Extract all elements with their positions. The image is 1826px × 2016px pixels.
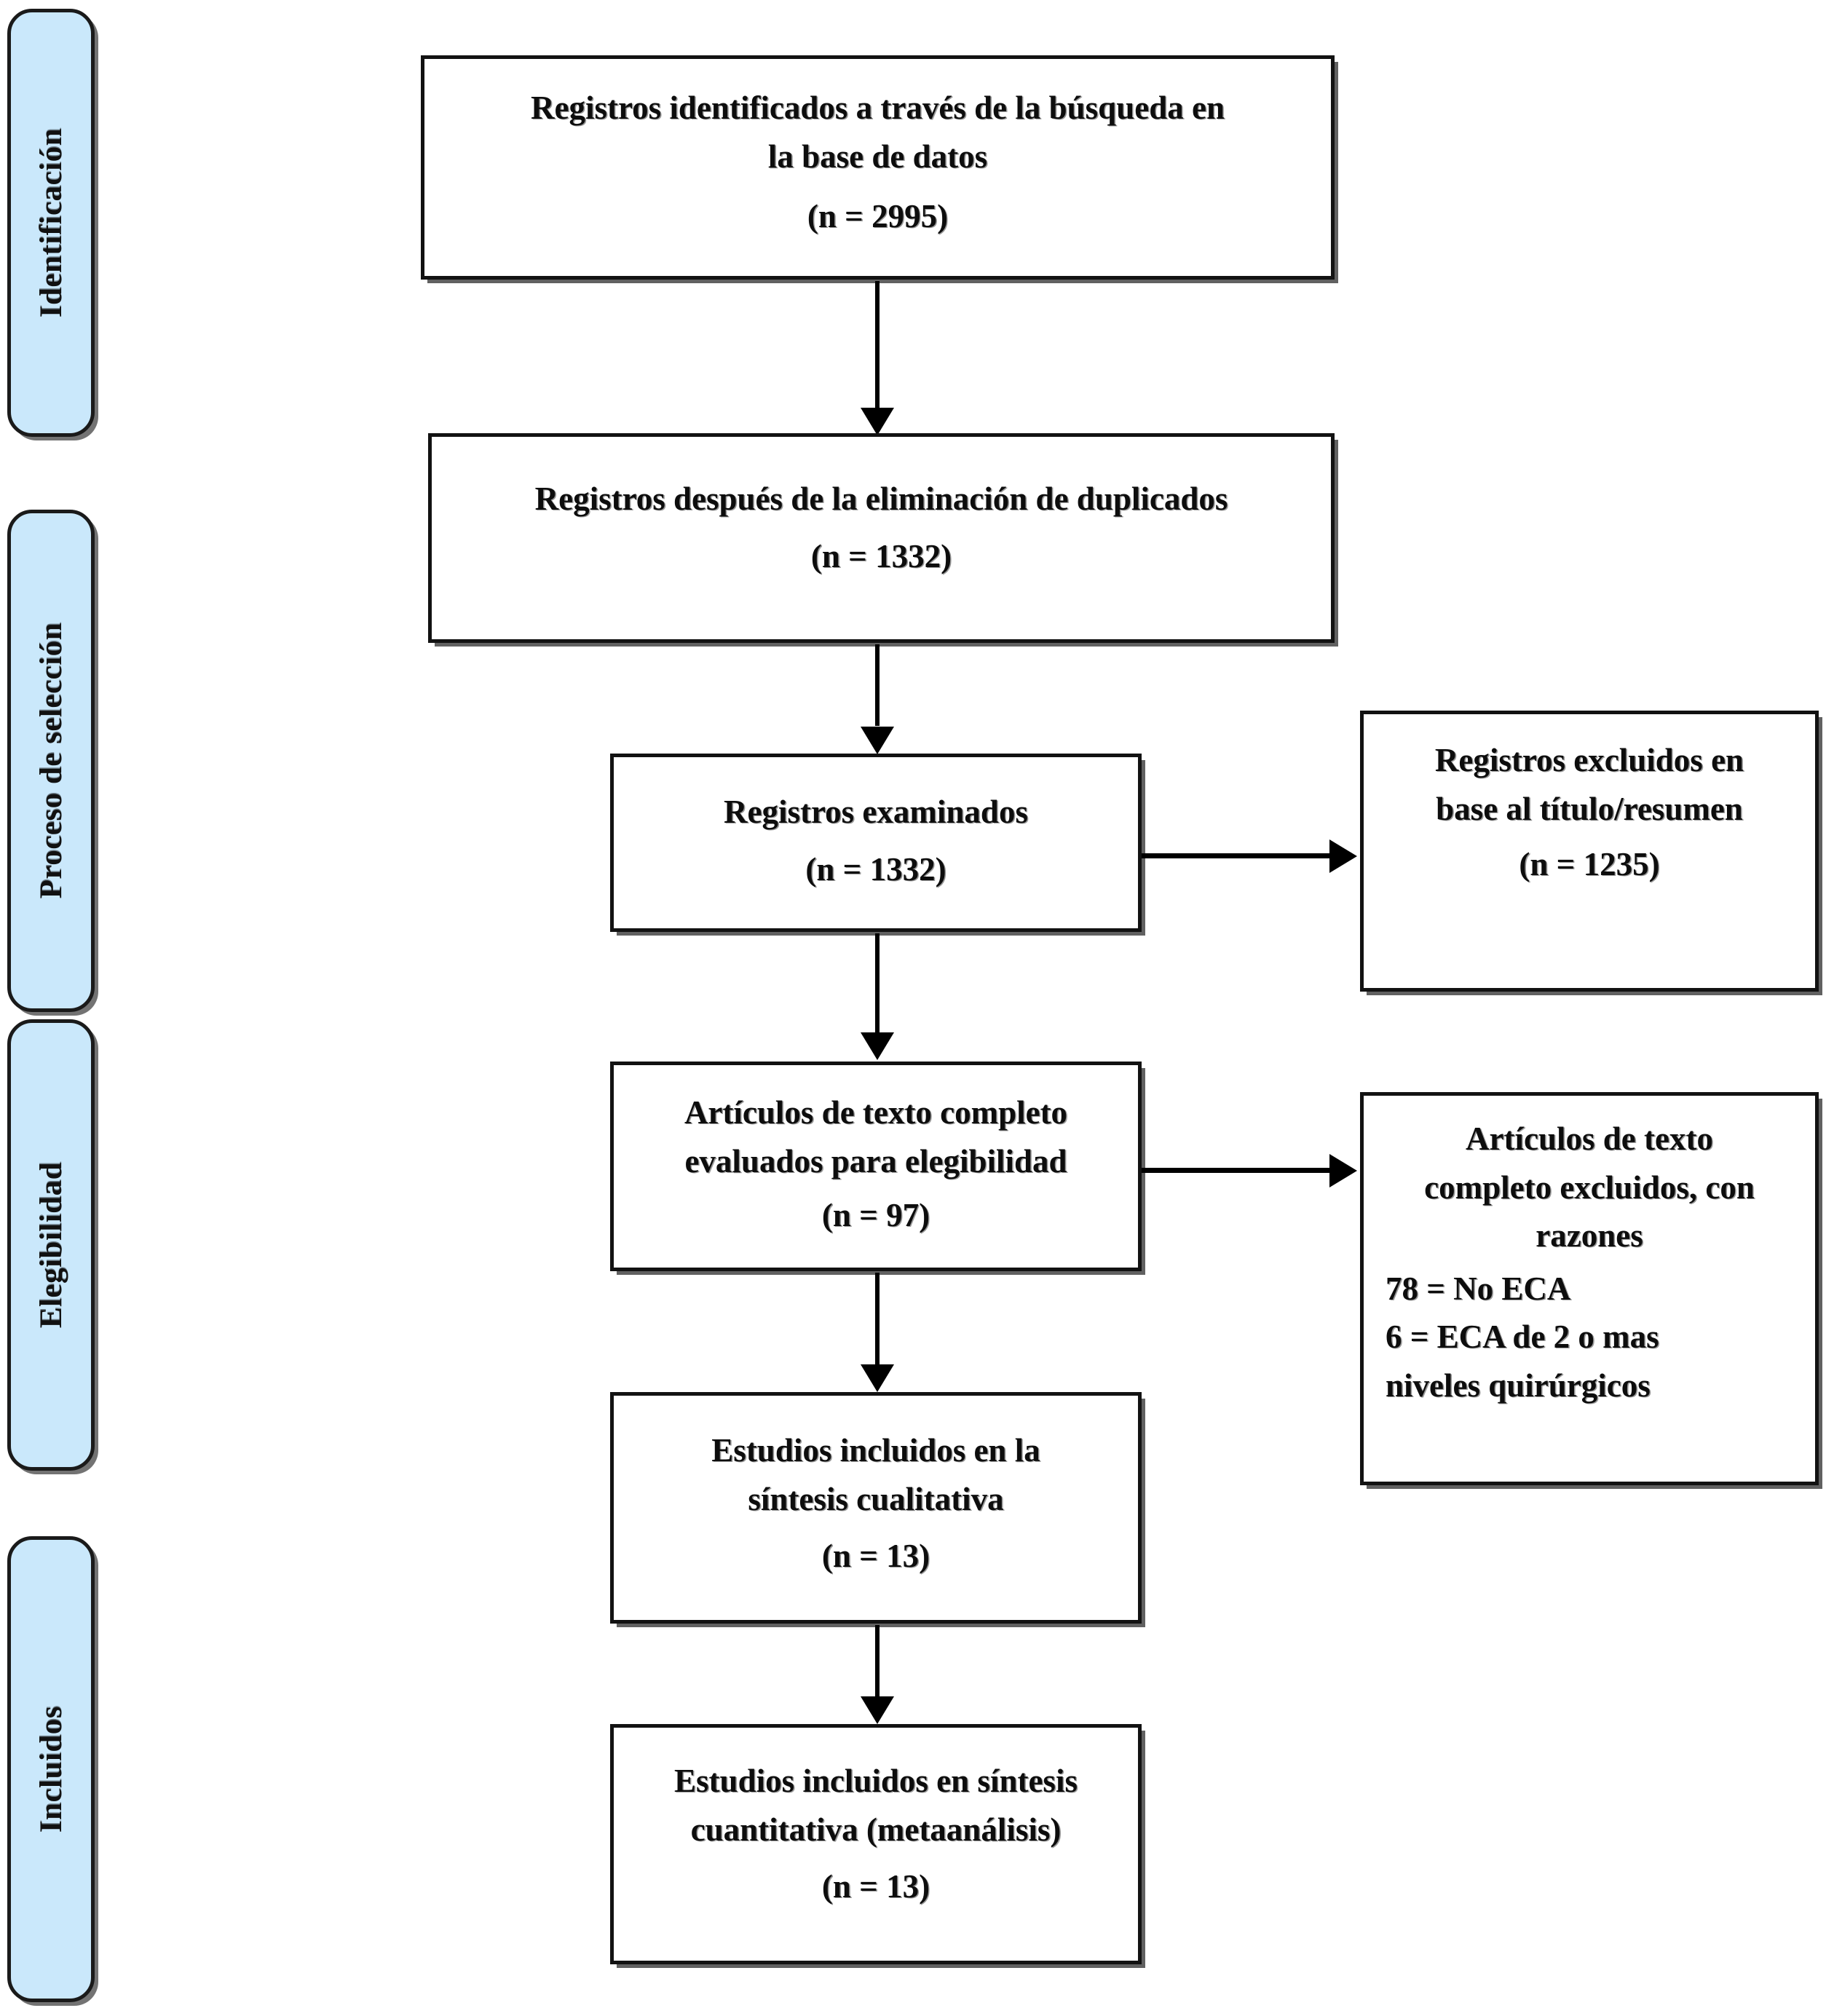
connector-fulltext-to-excluded-reasons	[1142, 1168, 1332, 1173]
stage-pill-identificacion: Identificación	[7, 9, 95, 437]
connector-qualitative-to-quantitative	[875, 1625, 880, 1705]
box-included-quantitative-count: (n = 13)	[821, 1868, 930, 1905]
stage-pill-proceso-seleccion: Proceso de selección	[7, 510, 95, 1012]
box-fulltext-excluded-line2: completo excluidos, con	[1424, 1169, 1755, 1206]
box-fulltext-excluded-reason-3: niveles quirúrgicos	[1386, 1367, 1651, 1404]
connector-fulltext-to-qualitative	[875, 1273, 880, 1375]
arrowhead-screened-to-excluded	[1329, 839, 1357, 873]
box-records-after-duplicates-count: (n = 1332)	[810, 537, 952, 574]
stage-pill-incluidos: Incluidos	[7, 1536, 95, 2002]
arrowhead-fulltext-to-qualitative	[861, 1364, 894, 1392]
connector-screened-to-excluded	[1142, 853, 1332, 858]
box-records-identified-line1: Registros identificados a través de la b…	[531, 90, 1225, 126]
box-fulltext-excluded-line1: Artículos de texto	[1466, 1120, 1713, 1157]
box-included-quantitative: Estudios incluidos en síntesis cuantitat…	[610, 1724, 1142, 1964]
box-records-screened-count: (n = 1332)	[805, 850, 946, 888]
box-records-identified-count: (n = 2995)	[807, 198, 949, 235]
box-included-qualitative-line2: síntesis cualitativa	[748, 1480, 1004, 1517]
box-excluded-title-abstract-line1: Registros excluidos en	[1434, 742, 1744, 778]
connector-identified-to-duplicates	[875, 281, 880, 416]
arrowhead-fulltext-to-excluded-reasons	[1329, 1154, 1357, 1187]
stage-label-identificacion: Identificación	[33, 127, 68, 318]
box-included-qualitative-line1: Estudios incluidos en la	[711, 1432, 1040, 1468]
stage-label-incluidos: Incluidos	[33, 1705, 68, 1833]
box-excluded-title-abstract-count: (n = 1235)	[1519, 846, 1660, 883]
box-fulltext-assessed: Artículos de texto completo evaluados pa…	[610, 1062, 1142, 1271]
box-fulltext-excluded-reason-1: 78 = No ECA	[1386, 1270, 1571, 1307]
stage-label-proceso-seleccion: Proceso de selección	[33, 622, 68, 899]
stage-pill-elegibilidad: Elegibilidad	[7, 1019, 95, 1471]
box-excluded-title-abstract: Registros excluidos en base al título/re…	[1360, 711, 1819, 992]
box-included-qualitative: Estudios incluidos en la síntesis cualit…	[610, 1392, 1142, 1624]
box-included-quantitative-line2: cuantitativa (metaanálisis)	[690, 1811, 1062, 1848]
box-records-identified-line2: la base de datos	[767, 138, 988, 175]
box-included-quantitative-line1: Estudios incluidos en síntesis	[674, 1763, 1078, 1799]
arrowhead-identified-to-duplicates	[861, 408, 894, 435]
box-records-after-duplicates: Registros después de la eliminación de d…	[428, 433, 1335, 643]
box-excluded-title-abstract-line2: base al título/resumen	[1436, 790, 1743, 827]
box-fulltext-assessed-line1: Artículos de texto completo	[684, 1094, 1068, 1131]
arrowhead-screened-to-fulltext	[861, 1032, 894, 1060]
box-fulltext-excluded-reasons: Artículos de texto completo excluidos, c…	[1360, 1092, 1819, 1485]
arrowhead-duplicates-to-screened	[861, 727, 894, 754]
box-records-identified: Registros identificados a través de la b…	[421, 55, 1335, 280]
connector-screened-to-fulltext	[875, 933, 880, 1043]
box-records-screened-line1: Registros examinados	[724, 794, 1028, 830]
box-fulltext-assessed-count: (n = 97)	[821, 1197, 930, 1234]
box-included-qualitative-count: (n = 13)	[821, 1538, 930, 1575]
box-fulltext-excluded-reason-2: 6 = ECA de 2 o mas	[1386, 1319, 1659, 1356]
box-records-after-duplicates-line1: Registros después de la eliminación de d…	[534, 481, 1228, 517]
box-records-screened: Registros examinados (n = 1332)	[610, 754, 1142, 932]
box-fulltext-assessed-line2: evaluados para elegibilidad	[684, 1142, 1067, 1179]
connector-duplicates-to-screened	[875, 644, 880, 726]
arrowhead-qualitative-to-quantitative	[861, 1696, 894, 1724]
stage-label-elegibilidad: Elegibilidad	[33, 1161, 68, 1329]
box-fulltext-excluded-line3: razones	[1536, 1217, 1643, 1254]
